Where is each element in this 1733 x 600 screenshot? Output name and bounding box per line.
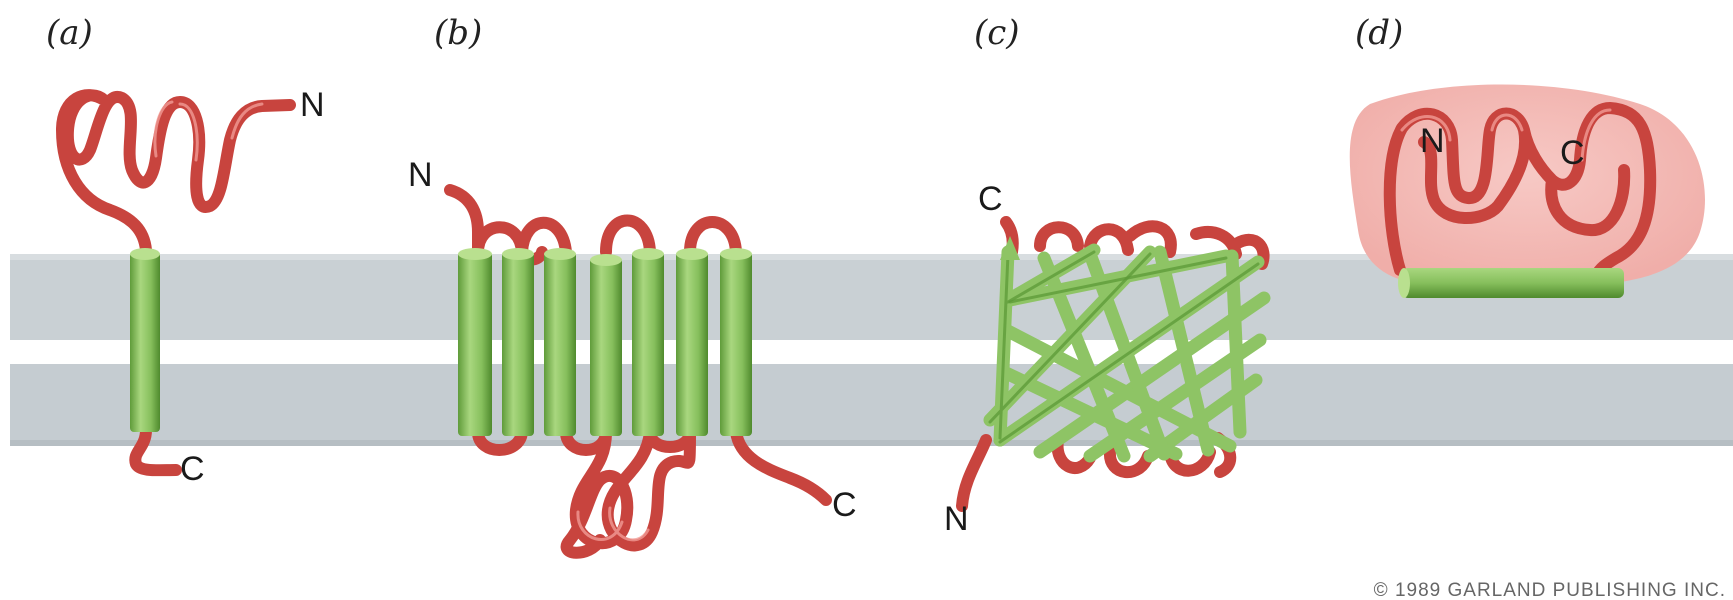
panel-b-multipass-protein: N C [408,156,857,553]
panel-label-c: (c) [974,13,1020,53]
panel-d-monotopic-protein: N C [1350,85,1705,299]
terminal-d-C: C [1560,134,1585,172]
terminal-a-N: N [300,86,325,124]
inner-leaflet [10,364,1733,446]
terminal-c-C: C [978,180,1003,218]
terminal-b-C: C [832,486,857,524]
helix-bundle-b [458,248,752,436]
copyright-notice: © 1989 GARLAND PUBLISHING INC. [1374,580,1726,600]
terminal-b-N: N [408,156,433,194]
terminal-d-N: N [1420,122,1445,160]
panel-label-d: (d) [1355,13,1403,53]
panel-label-a: (a) [46,13,93,53]
panel-label-b: (b) [434,13,482,53]
terminal-c-N: N [944,500,969,538]
amphipathic-helix [1402,268,1624,298]
terminal-a-C: C [180,450,205,488]
helix-a [130,252,160,432]
panel-c-beta-barrel: C N [944,180,1264,538]
